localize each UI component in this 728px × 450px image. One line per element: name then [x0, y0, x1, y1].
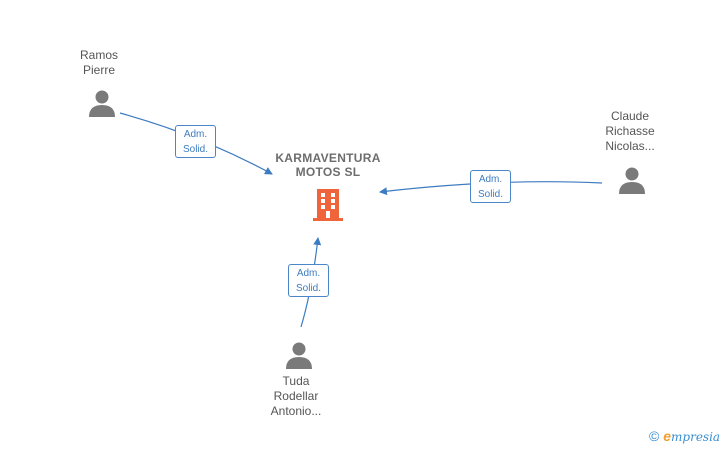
empresia-logo: © empresia: [649, 428, 721, 444]
person-label-ramos: Ramos Pierre: [79, 48, 118, 77]
person-icon[interactable]: [284, 340, 314, 370]
company-name[interactable]: KARMAVENTURA MOTOS SL: [275, 151, 381, 179]
edge-label-ramos[interactable]: Adm. Solid.: [175, 125, 216, 158]
building-icon[interactable]: [311, 187, 345, 223]
person-label-claude: Claude Richasse Nicolas...: [605, 109, 655, 153]
edge-label-tuda[interactable]: Adm. Solid.: [288, 264, 329, 297]
person-icon[interactable]: [617, 165, 647, 195]
edge-label-claude[interactable]: Adm. Solid.: [470, 170, 511, 203]
person-icon[interactable]: [87, 88, 117, 118]
person-label-tuda: Tuda Rodellar Antonio...: [270, 374, 322, 418]
